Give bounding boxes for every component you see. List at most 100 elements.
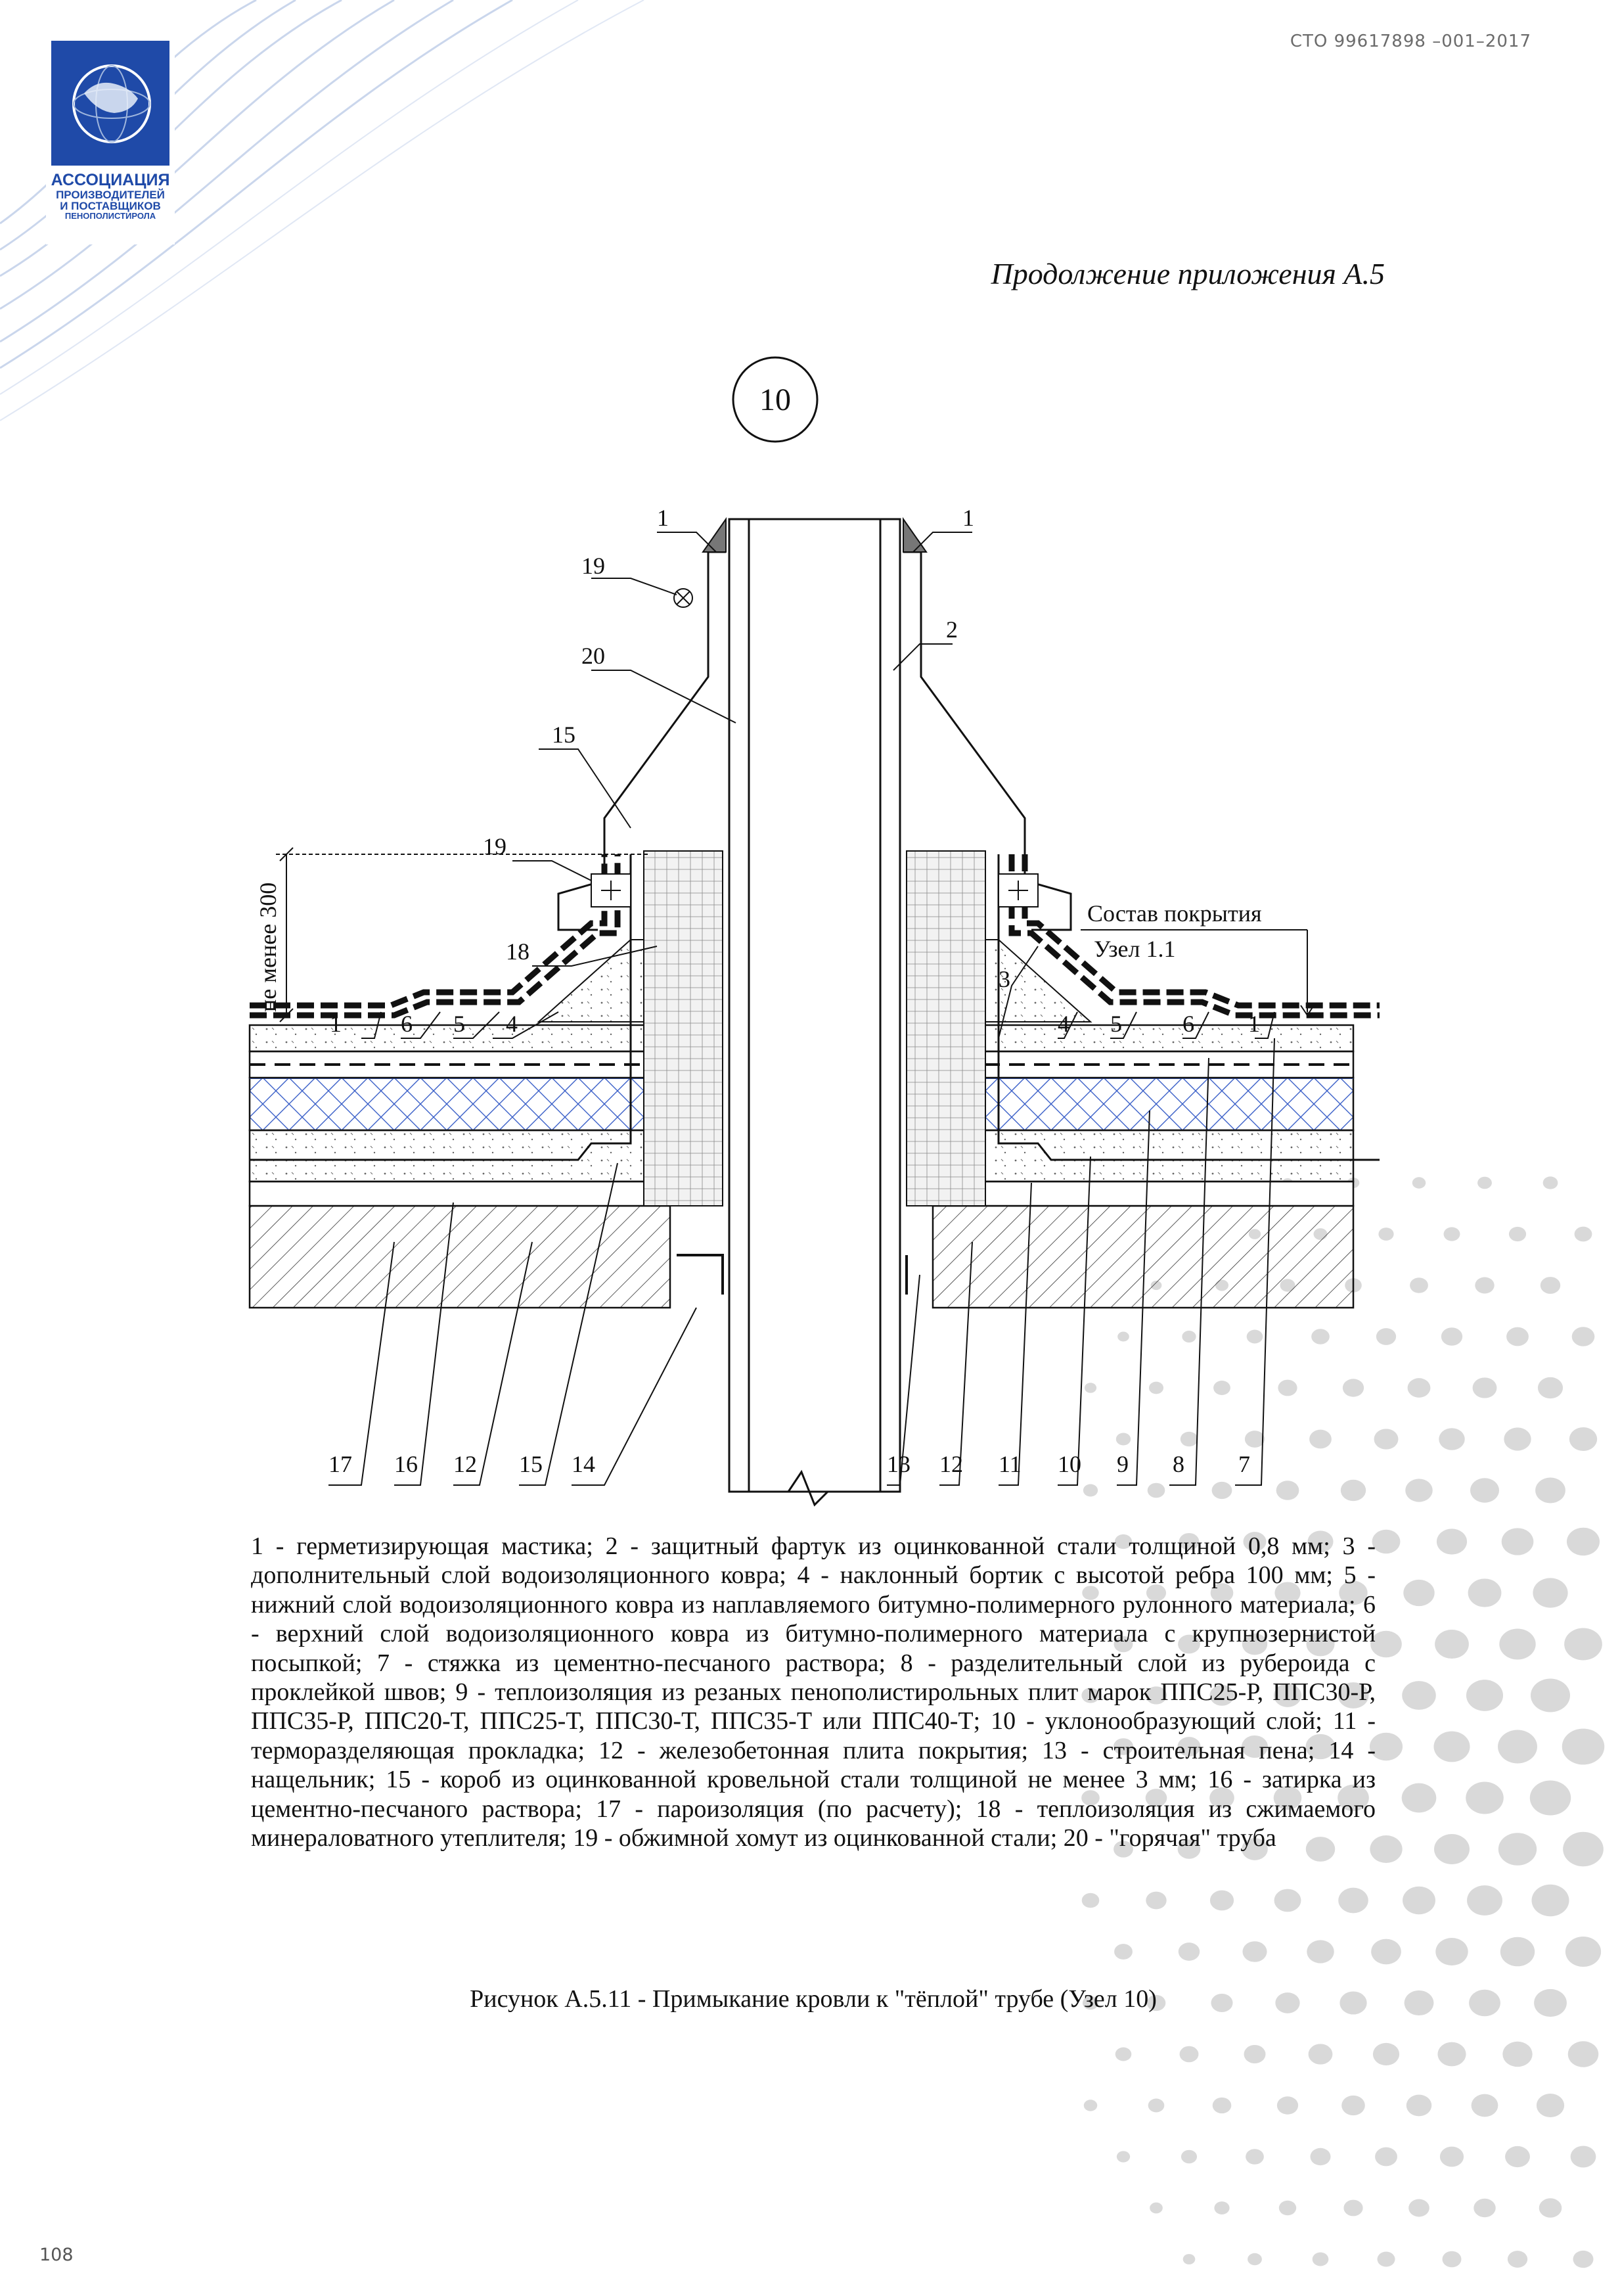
- decorative-dot: [1113, 1738, 1134, 1755]
- decorative-dot: [1276, 1481, 1299, 1500]
- decorative-dot: [1563, 1831, 1604, 1867]
- decorative-dot: [1533, 1578, 1568, 1608]
- decorative-dot: [1146, 1891, 1167, 1910]
- logo-line: АССОЦИАЦИЯ: [51, 171, 170, 189]
- decorative-dot: [1505, 2146, 1530, 2168]
- callout: 12: [939, 1451, 963, 1477]
- callout: 10: [1058, 1451, 1081, 1477]
- decorative-dot: [1375, 2147, 1397, 2167]
- decorative-dot: [1179, 1532, 1200, 1551]
- decorative-dot: [1114, 1636, 1133, 1653]
- decorative-dot: [1573, 2250, 1594, 2268]
- decorative-dot: [1340, 1479, 1366, 1502]
- decorative-dot: [1305, 1733, 1336, 1760]
- decorative-dot: [1243, 1532, 1267, 1551]
- decorative-dot: [1372, 1529, 1401, 1554]
- decorative-dot: [1209, 1787, 1234, 1808]
- decorative-dot: [1474, 2198, 1496, 2218]
- callout: 15: [552, 722, 575, 748]
- decorative-dot: [1410, 1277, 1428, 1293]
- decorative-dot: [1084, 1383, 1097, 1393]
- callout-labels-bottom: 17 16 12 15 14 13 12 11 10 9 8 7: [328, 1451, 1250, 1477]
- callout: 7: [1238, 1451, 1250, 1477]
- decorative-dot: [1244, 2044, 1266, 2064]
- decorative-dot: [1404, 1990, 1434, 2016]
- decorative-dot: [1498, 1833, 1537, 1866]
- decorative-dot: [1466, 1781, 1504, 1814]
- callout: 16: [394, 1451, 418, 1477]
- mineral-wool-right: [906, 850, 986, 1206]
- callout: 15: [519, 1451, 543, 1477]
- callout: 12: [453, 1451, 477, 1477]
- decorative-dot: [1246, 2149, 1264, 2165]
- decorative-dot: [1339, 1991, 1367, 2015]
- leader-lines: [328, 532, 1275, 1486]
- decorative-dot: [1342, 1379, 1364, 1397]
- continuation-title: Продолжение приложения А.5: [991, 257, 1385, 290]
- decorative-dot: [1442, 2251, 1462, 2268]
- decorative-dot: [1306, 1632, 1335, 1657]
- decorative-dot: [1469, 1989, 1500, 2017]
- logo-line: ПРОИЗВОДИТЕЛЕЙ: [56, 188, 165, 201]
- decorative-dot: [1529, 1780, 1571, 1816]
- decorative-dot: [1403, 1579, 1435, 1607]
- decorative-dot: [1213, 1381, 1230, 1395]
- decorative-dot: [1339, 1580, 1368, 1605]
- decorative-dot: [1401, 1783, 1437, 1813]
- node-number: 10: [759, 382, 791, 417]
- decorative-dot: [1466, 1680, 1504, 1711]
- decorative-dot: [1475, 1277, 1495, 1294]
- decorative-dot: [1177, 1839, 1201, 1859]
- decorative-dot: [1244, 1431, 1265, 1448]
- decorative-dot: [1502, 2041, 1533, 2067]
- decorative-dot: [1177, 1737, 1201, 1756]
- legend-text: 1 - герметизирующая мастика; 2 - защитны…: [251, 1532, 1376, 1852]
- decorative-dot: [1565, 1936, 1602, 1967]
- decorative-dot: [1405, 1479, 1433, 1502]
- decorative-dot: [1182, 2254, 1196, 2264]
- decorative-dot: [1412, 1177, 1426, 1189]
- callout: 1: [1248, 1011, 1260, 1037]
- callout: 5: [453, 1011, 465, 1037]
- decorative-dot: [1542, 1176, 1558, 1189]
- decorative-dot: [1115, 2047, 1132, 2061]
- callout: 8: [1173, 1451, 1184, 1477]
- decorative-dot: [1564, 1628, 1602, 1661]
- decorative-dot: [1178, 1634, 1200, 1654]
- callout: 20: [581, 643, 605, 669]
- decorative-dot: [1082, 1996, 1099, 2010]
- callout: 2: [946, 616, 958, 643]
- decorative-dots: [1081, 1176, 1605, 2268]
- decorative-dot: [1274, 1889, 1301, 1912]
- decorative-dot: [1209, 1685, 1234, 1706]
- decorative-dot: [1214, 2201, 1230, 2215]
- technical-drawing: 10: [248, 356, 1380, 1507]
- decorative-dot: [1499, 1628, 1536, 1660]
- association-logo: АССОЦИАЦИЯ ПРОИЗВОДИТЕЛЕЙ И ПОСТАВЩИКОВ …: [46, 41, 175, 244]
- callout: 4: [1058, 1011, 1069, 1037]
- decorative-dot: [1498, 1730, 1537, 1764]
- sealant-right: [903, 517, 928, 553]
- decorative-dot: [1441, 1327, 1463, 1346]
- decorative-dot: [1402, 1681, 1436, 1710]
- decorative-dot: [1248, 2253, 1262, 2266]
- decorative-dot: [1437, 2042, 1466, 2067]
- decorative-dot: [1407, 1378, 1431, 1398]
- logo-line: И ПОСТАВЩИКОВ: [60, 199, 161, 212]
- page-number: 108: [39, 2245, 74, 2265]
- logo-text: АССОЦИАЦИЯ ПРОИЗВОДИТЕЛЕЙ И ПОСТАВЩИКОВ …: [46, 172, 175, 220]
- decorative-dot: [1343, 2199, 1363, 2216]
- decorative-dot: [1378, 1228, 1394, 1241]
- steel-box: [250, 854, 1380, 1161]
- callout: 1: [657, 505, 669, 531]
- decorative-dot: [1211, 1993, 1233, 2013]
- decorative-dot: [1472, 1377, 1497, 1398]
- composition-label: Состав покрытия: [1087, 900, 1262, 927]
- decorative-dot: [1569, 1427, 1598, 1451]
- decorative-dot: [1369, 1732, 1403, 1761]
- decorative-dot: [1539, 2198, 1562, 2218]
- decorative-dot: [1147, 1482, 1165, 1498]
- decorative-dot: [1274, 1582, 1301, 1604]
- decorative-dot: [1531, 1884, 1569, 1917]
